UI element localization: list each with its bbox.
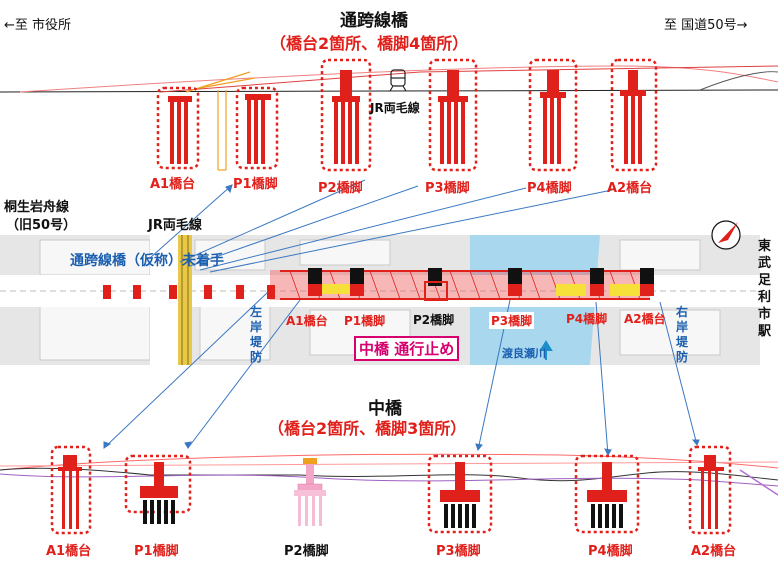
top-p3-pier [438, 70, 468, 164]
bottom-p3-pier [440, 462, 480, 528]
top-jr-label: JR両毛線 [370, 101, 420, 115]
box-top-a1 [156, 86, 200, 170]
top-a1-piles [168, 96, 192, 164]
bottom-subtitle: （橋台2箇所、橋脚3箇所） [268, 419, 467, 438]
map-label-p2: P2橋脚 [413, 313, 455, 327]
bottom-deck-profile [0, 453, 778, 471]
right-bank-label: 右岸堤防 [676, 305, 689, 364]
bottom-terrain [0, 467, 778, 482]
bottom-label-a2: A2橋台 [691, 544, 737, 559]
bottom-p2-pier [294, 458, 326, 526]
box-bottom-p3 [427, 454, 493, 534]
top-label-p3: P3橋脚 [425, 181, 470, 196]
top-terrain [699, 71, 778, 91]
top-p2-pier [332, 70, 360, 164]
left-direction: ←至 市役所 [4, 18, 72, 33]
bottom-a1-abutment [58, 455, 82, 529]
map-label-a1: A1橋台 [286, 314, 328, 328]
north-arrow-icon [711, 220, 741, 250]
top-a2-abutment [620, 70, 646, 164]
bottom-label-p2: P2橋脚 [284, 544, 329, 559]
top-label-a2: A2橋台 [607, 181, 653, 196]
top-deck-line [159, 65, 778, 93]
box-top-a2 [610, 58, 658, 172]
leader-lines [103, 179, 700, 457]
road-subname: （旧50号） [6, 218, 77, 233]
map-label-a2: A2橋台 [624, 312, 666, 326]
box-bottom-a1 [50, 445, 92, 535]
unfinished-label: 通跨線橋（仮称）未着手 [70, 253, 224, 269]
map-label-p3: P3橋脚 [489, 312, 535, 329]
top-label-p1: P1橋脚 [233, 177, 278, 192]
bottom-label-p1: P1橋脚 [134, 544, 179, 559]
top-title: 通跨線橋 [340, 11, 408, 31]
box-bottom-p4 [574, 454, 640, 534]
top-p4-pier [540, 70, 566, 164]
top-bridge-profile [19, 65, 778, 93]
bottom-label-p4: P4橋脚 [588, 544, 633, 559]
road-name: 桐生岩舟線 [4, 200, 70, 215]
bottom-p4-pier [587, 462, 627, 528]
map-label-p4: P4橋脚 [566, 312, 608, 326]
top-label-p2: P2橋脚 [318, 181, 363, 196]
bottom-a2-abutment [698, 455, 724, 529]
bottom-elevation [0, 445, 778, 535]
temporary-crane [185, 71, 256, 171]
map-label-p1: P1橋脚 [344, 314, 386, 328]
top-label-p4: P4橋脚 [527, 181, 572, 196]
train-icon [389, 69, 407, 92]
closure-label: 中橋 通行止め [354, 336, 460, 361]
top-subtitle: （橋台2箇所、橋脚4箇所） [270, 34, 469, 53]
left-bank-label: 左岸堤防 [250, 305, 263, 364]
top-label-a1: A1橋台 [150, 177, 196, 192]
bottom-p1-pier [140, 462, 178, 524]
right-direction: 至 国道50号→ [664, 18, 748, 33]
planned-pier-markers [103, 285, 275, 299]
bottom-label-a1: A1橋台 [46, 544, 92, 559]
box-bottom-a2 [688, 445, 732, 535]
box-top-p4 [528, 58, 578, 172]
top-ground-line [0, 89, 778, 93]
river-flow-arrow-icon [539, 340, 553, 360]
box-top-p3 [428, 58, 478, 172]
bottom-title: 中橋 [368, 399, 402, 419]
top-p1-piles [245, 94, 271, 164]
cross-road [150, 235, 180, 365]
map-jr-label: JR両毛線 [148, 218, 202, 233]
top-elevation [0, 58, 778, 172]
box-top-p1 [235, 86, 279, 170]
station-label: 東武足利市駅 [758, 239, 772, 339]
bottom-label-p3: P3橋脚 [436, 544, 481, 559]
river-label: 渡良瀬川 [502, 347, 546, 360]
box-top-p2 [320, 58, 372, 172]
